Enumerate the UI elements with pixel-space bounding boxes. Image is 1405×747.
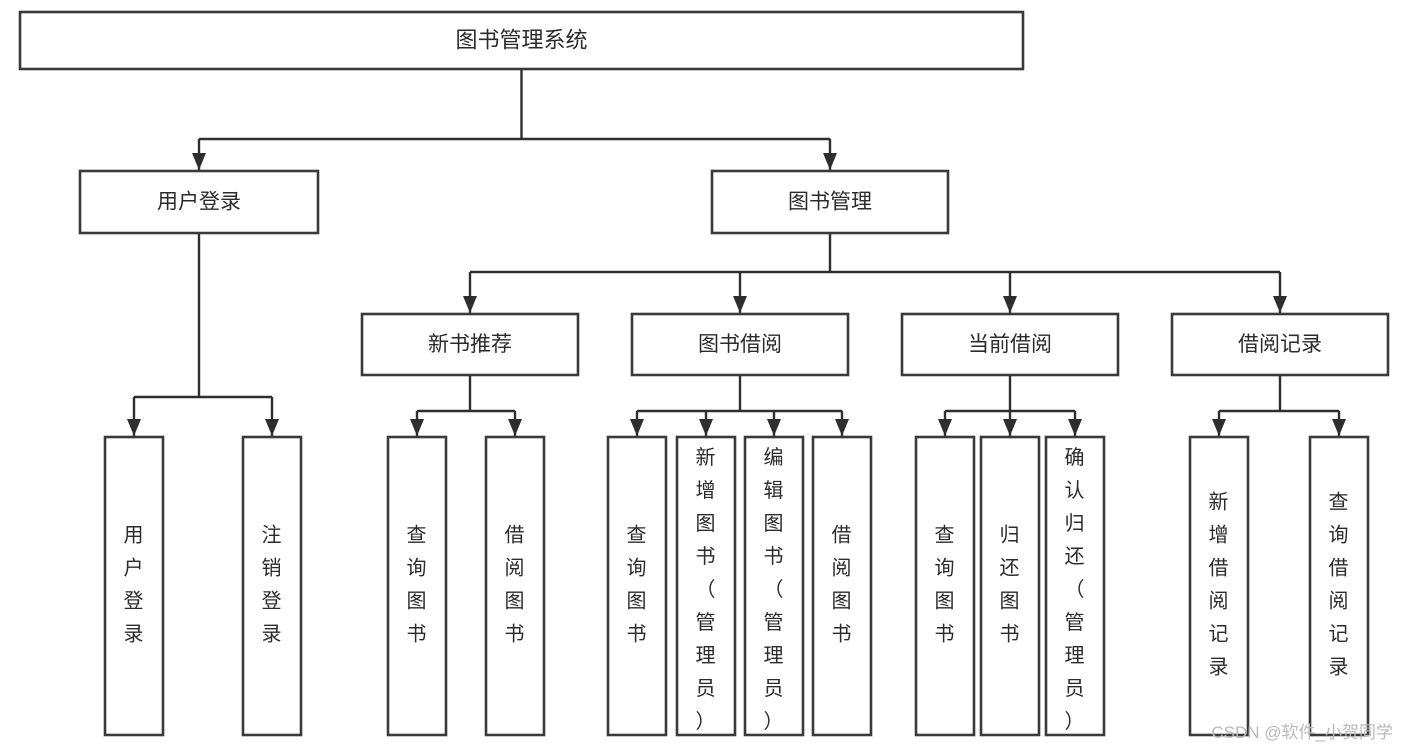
connector-arrow-icon — [463, 296, 477, 313]
leaf-label: 查询图书 — [935, 524, 956, 646]
leaf-node[interactable]: 查询借阅记录 — [1308, 435, 1370, 737]
leaf-label: 新增图书（管理员） — [696, 446, 717, 733]
leaf-box[interactable] — [914, 435, 976, 737]
leaf-label: 查询借阅记录 — [1329, 491, 1350, 679]
level2-box[interactable] — [710, 169, 950, 235]
connector-arrow-icon — [1003, 296, 1017, 313]
level3-node[interactable]: 当前借阅 — [900, 312, 1120, 377]
leaf-node[interactable]: 查询图书 — [606, 435, 668, 737]
level3-label: 新书推荐 — [428, 333, 512, 356]
level3-node[interactable]: 图书借阅 — [630, 312, 850, 377]
leaf-label: 查询图书 — [627, 524, 648, 646]
leaf-label: 确认归还（管理员） — [1065, 446, 1086, 733]
level2-node[interactable]: 图书管理 — [710, 169, 950, 235]
leaf-label: 注销登录 — [262, 524, 283, 646]
leaf-box[interactable] — [484, 435, 546, 737]
level3-label: 借阅记录 — [1238, 333, 1322, 356]
leaf-node[interactable]: 编辑图书（管理员） — [743, 435, 805, 737]
leaf-node[interactable]: 新增借阅记录 — [1188, 435, 1250, 737]
level2-label: 图书管理 — [788, 191, 872, 214]
level3-box[interactable] — [1170, 312, 1390, 377]
connectors-layer — [127, 69, 1346, 436]
level3-label: 当前借阅 — [968, 333, 1052, 356]
leaf-box[interactable] — [1044, 435, 1106, 737]
leaf-node[interactable]: 确认归还（管理员） — [1044, 435, 1106, 737]
connector-arrow-icon — [733, 296, 747, 313]
leaf-node[interactable]: 查询图书 — [386, 435, 448, 737]
leaf-box[interactable] — [743, 435, 805, 737]
connector-arrow-icon — [192, 153, 206, 170]
connector-arrow-icon — [1273, 296, 1287, 313]
root-node[interactable]: 图书管理系统 — [18, 10, 1025, 71]
leaf-label: 用户登录 — [124, 525, 145, 646]
leaf-node[interactable]: 归还图书 — [979, 435, 1041, 737]
leaf-box[interactable] — [1188, 435, 1250, 737]
level2-label: 用户登录 — [157, 191, 241, 214]
leaf-box[interactable] — [606, 435, 668, 737]
level3-box[interactable] — [900, 312, 1120, 377]
leaf-label: 借阅图书 — [832, 524, 853, 646]
leaf-box[interactable] — [241, 435, 303, 737]
leaf-box[interactable] — [386, 435, 448, 737]
connector-arrow-icon — [1212, 419, 1226, 436]
connector-arrow-icon — [823, 153, 837, 170]
connector-arrow-icon — [630, 419, 644, 436]
leaf-box[interactable] — [103, 435, 165, 737]
connector-arrow-icon — [410, 419, 424, 436]
leaf-node[interactable]: 查询图书 — [914, 435, 976, 737]
connector-arrow-icon — [1003, 419, 1017, 436]
root-label: 图书管理系统 — [455, 27, 587, 52]
leaf-node[interactable]: 注销登录 — [241, 435, 303, 737]
connector-arrow-icon — [699, 419, 713, 436]
level3-label: 图书借阅 — [698, 333, 782, 356]
connector-arrow-icon — [265, 419, 279, 436]
connector-arrow-icon — [127, 419, 141, 436]
connector-arrow-icon — [508, 419, 522, 436]
leaf-box[interactable] — [675, 435, 737, 737]
level3-node[interactable]: 新书推荐 — [360, 312, 580, 377]
leaf-node[interactable]: 新增图书（管理员） — [675, 435, 737, 737]
leaf-label: 查询图书 — [407, 524, 428, 646]
leaf-label: 归还图书 — [1000, 524, 1021, 646]
level2-box[interactable] — [78, 169, 320, 235]
nodes-layer: 图书管理系统用户登录图书管理新书推荐图书借阅当前借阅借阅记录用户登录注销登录查询… — [18, 10, 1390, 737]
connector-arrow-icon — [938, 419, 952, 436]
level3-box[interactable] — [630, 312, 850, 377]
watermark-text: CSDN @软件_小贺同学 — [1211, 723, 1393, 742]
level2-node[interactable]: 用户登录 — [78, 169, 320, 235]
leaf-label: 编辑图书（管理员） — [764, 446, 785, 733]
leaf-box[interactable] — [1308, 435, 1370, 737]
connector-arrow-icon — [767, 419, 781, 436]
level3-box[interactable] — [360, 312, 580, 377]
root-box[interactable] — [18, 10, 1025, 71]
leaf-node[interactable]: 用户登录 — [103, 435, 165, 737]
connector-arrow-icon — [835, 419, 849, 436]
leaf-box[interactable] — [979, 435, 1041, 737]
leaf-node[interactable]: 借阅图书 — [811, 435, 873, 737]
leaf-box[interactable] — [811, 435, 873, 737]
leaf-node[interactable]: 借阅图书 — [484, 435, 546, 737]
leaf-label: 新增借阅记录 — [1209, 491, 1230, 679]
connector-arrow-icon — [1332, 419, 1346, 436]
level3-node[interactable]: 借阅记录 — [1170, 312, 1390, 377]
leaf-label: 借阅图书 — [505, 524, 526, 646]
connector-arrow-icon — [1068, 419, 1082, 436]
